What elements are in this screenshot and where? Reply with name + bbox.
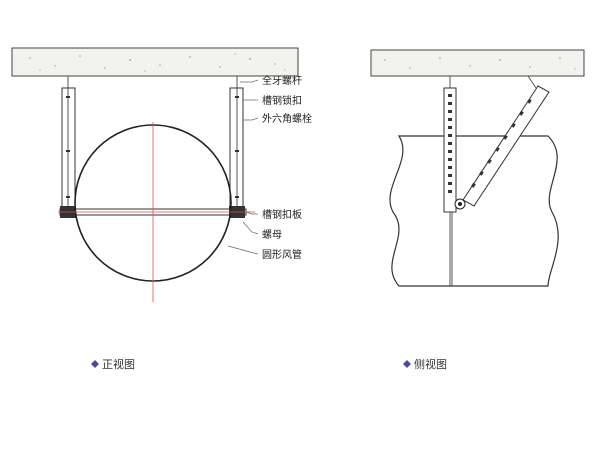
side-diagonal-brace — [462, 75, 550, 207]
side-ceiling-slab — [370, 49, 585, 77]
side-ceiling-speckle — [384, 57, 576, 70]
label-full-thread-rod: 全牙螺杆 — [262, 74, 302, 87]
front-view-caption: 正视图 — [102, 357, 135, 371]
label-channel-lock: 槽钢锁扣 — [262, 94, 302, 107]
side-channel-holes — [448, 94, 452, 193]
side-caption-diamond-icon — [403, 360, 411, 368]
front-ceiling-slab — [11, 47, 299, 77]
label-hex-bolt: 外六角螺栓 — [262, 112, 312, 125]
side-view-caption: 侧视图 — [414, 357, 447, 371]
label-channel-clamp-plate: 槽钢扣板 — [262, 208, 302, 221]
front-view: 全牙螺杆 槽钢锁扣 外六角螺栓 槽钢扣板 螺母 圆形风管 正视图 — [11, 47, 312, 371]
label-nut: 螺母 — [262, 229, 282, 241]
side-duct-body — [389, 135, 559, 287]
label-round-duct: 圆形风管 — [262, 248, 302, 261]
front-ceiling-speckle — [29, 53, 286, 72]
front-leaders — [227, 79, 259, 255]
side-view: 侧视图 — [370, 49, 585, 371]
front-caption-diamond-icon — [91, 360, 99, 368]
